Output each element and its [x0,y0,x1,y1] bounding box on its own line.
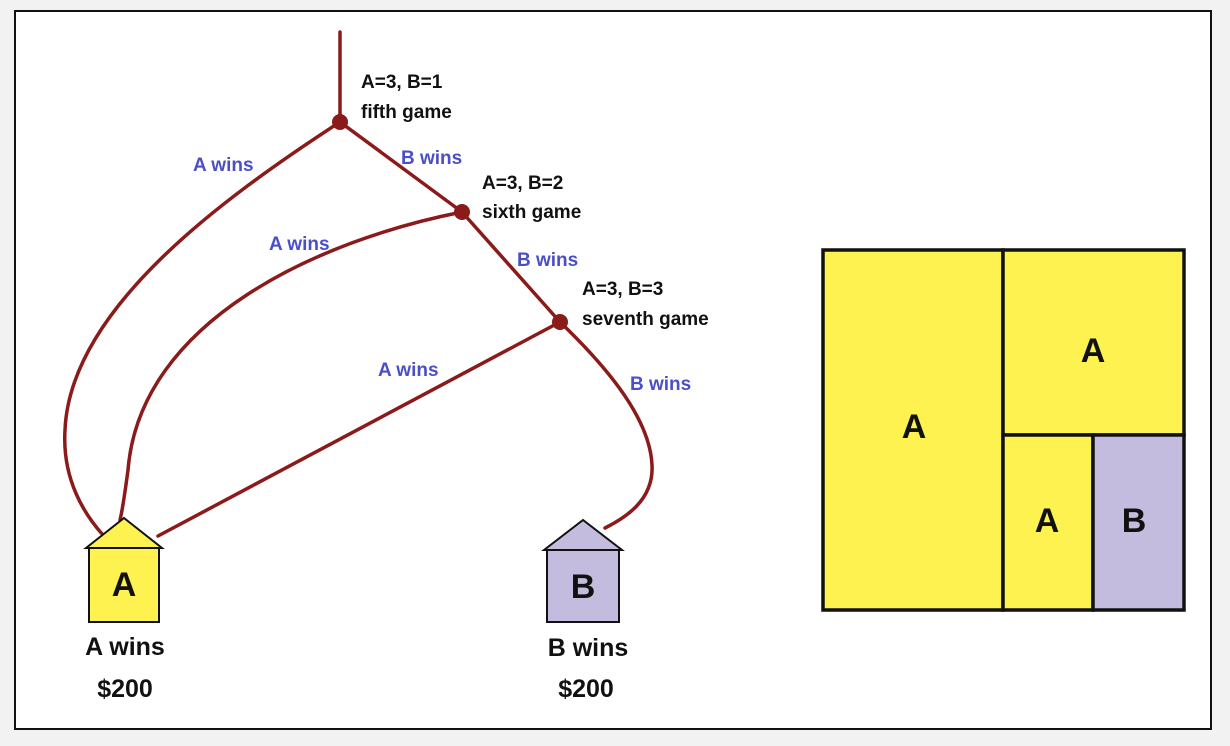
edge-label-seventh-a-wins: A wins [378,360,439,381]
edge-sixth-a-wins [118,210,464,522]
edge-seventh-a-wins [156,320,562,538]
cell-b-eighth-label: B [1122,502,1147,540]
node-seventh-game-label: seventh game [582,309,709,330]
cell-a-eighth [1001,433,1095,612]
outcome-b-result: B wins [548,634,629,662]
cell-a-quarter-label: A [1081,332,1106,370]
edge-fifth-a-wins [63,120,342,537]
outcome-a-result: A wins [85,633,165,661]
node-fifth-game-label: fifth game [361,102,452,123]
node-fifth-game [332,114,348,130]
edge-label-fifth-b-wins: B wins [401,148,462,169]
cell-a-half [821,248,1005,612]
outcome-b-house: B [541,518,625,623]
edge-label-sixth-a-wins: A wins [269,234,330,255]
outcome-a-amount: $200 [97,675,153,703]
cell-a-half-label: A [902,408,927,446]
node-seventh-game [552,314,568,330]
edge-label-fifth-a-wins: A wins [193,155,254,176]
outcome-a-house: A [83,516,165,623]
node-sixth-game-label: sixth game [482,202,581,223]
edge-fifth-b-wins [338,120,464,214]
outcome-b-letter: B [571,568,596,606]
edge-sixth-b-wins [460,210,562,324]
cell-a-quarter [1001,248,1186,437]
node-sixth-game [454,204,470,220]
edge-label-sixth-b-wins: B wins [517,250,578,271]
node-seventh-score: A=3, B=3 [582,279,663,300]
edge-seventh-b-wins [558,320,654,530]
cell-b-eighth [1091,433,1186,612]
outcome-a-letter: A [112,566,137,604]
node-fifth-score: A=3, B=1 [361,72,443,93]
edge-label-seventh-b-wins: B wins [630,374,691,395]
node-sixth-score: A=3, B=2 [482,173,563,194]
cell-a-eighth-label: A [1035,502,1060,540]
outcome-b-amount: $200 [558,675,614,703]
probability-area-diagram: A A A B [821,248,1186,612]
